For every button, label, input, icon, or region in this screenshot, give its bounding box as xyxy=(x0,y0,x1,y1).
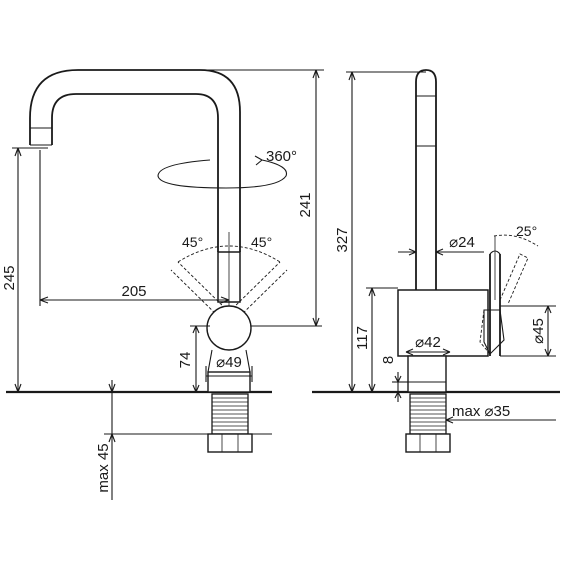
dim-front-reach: 205 xyxy=(121,283,146,300)
side-lever-arc xyxy=(493,234,539,247)
dim-side-lever-diameter: ⌀45 xyxy=(530,318,547,344)
front-body-circle xyxy=(206,305,252,351)
dim-side-pipe-diameter: ⌀24 xyxy=(449,234,475,251)
side-nut xyxy=(405,433,451,453)
side-spout-pipe xyxy=(415,69,437,290)
rotation-arrow xyxy=(157,159,288,189)
dim-front-spout-height: 241 xyxy=(297,192,314,217)
side-lever-tilt xyxy=(499,253,529,305)
side-lever-angle: 25° xyxy=(516,223,537,239)
side-view: 327 ⌀24 25° 117 ⌀42 ⌀45 8 max ⌀35 xyxy=(312,69,560,453)
dim-front-max-thickness: max 45 xyxy=(95,443,112,492)
dim-side-height: 327 xyxy=(334,227,351,252)
dim-front-body-diameter: ⌀49 xyxy=(216,354,242,371)
front-spout-inner xyxy=(51,93,219,252)
side-body-lower xyxy=(407,355,447,393)
dim-side-body-diameter: ⌀42 xyxy=(415,334,441,351)
dim-side-body-height: 117 xyxy=(354,326,371,350)
front-view: 245 205 241 360° 45° 45° 74 ⌀49 xyxy=(1,69,324,500)
dim-front-body-height: 74 xyxy=(177,352,194,369)
front-nut xyxy=(207,433,253,453)
side-shank-threads xyxy=(410,397,446,431)
front-lever-arc xyxy=(177,245,281,263)
dim-side-max-hole: max ⌀35 xyxy=(452,403,510,420)
front-lever-left xyxy=(177,261,230,313)
dim-side-base-height: 8 xyxy=(380,356,397,364)
front-base-taper-r xyxy=(245,349,251,373)
front-shank-threads xyxy=(212,397,248,431)
front-base xyxy=(207,371,251,393)
lever-angle-left: 45° xyxy=(182,234,203,250)
side-cartridge xyxy=(483,309,505,355)
rotation-label: 360° xyxy=(266,148,297,165)
side-lever xyxy=(489,254,501,356)
dim-front-height: 245 xyxy=(1,265,18,290)
front-lever-right xyxy=(228,261,281,313)
lever-angle-right: 45° xyxy=(251,234,272,250)
front-spout-outer xyxy=(29,69,241,252)
side-body xyxy=(397,289,489,357)
front-base-taper-l xyxy=(207,349,213,373)
